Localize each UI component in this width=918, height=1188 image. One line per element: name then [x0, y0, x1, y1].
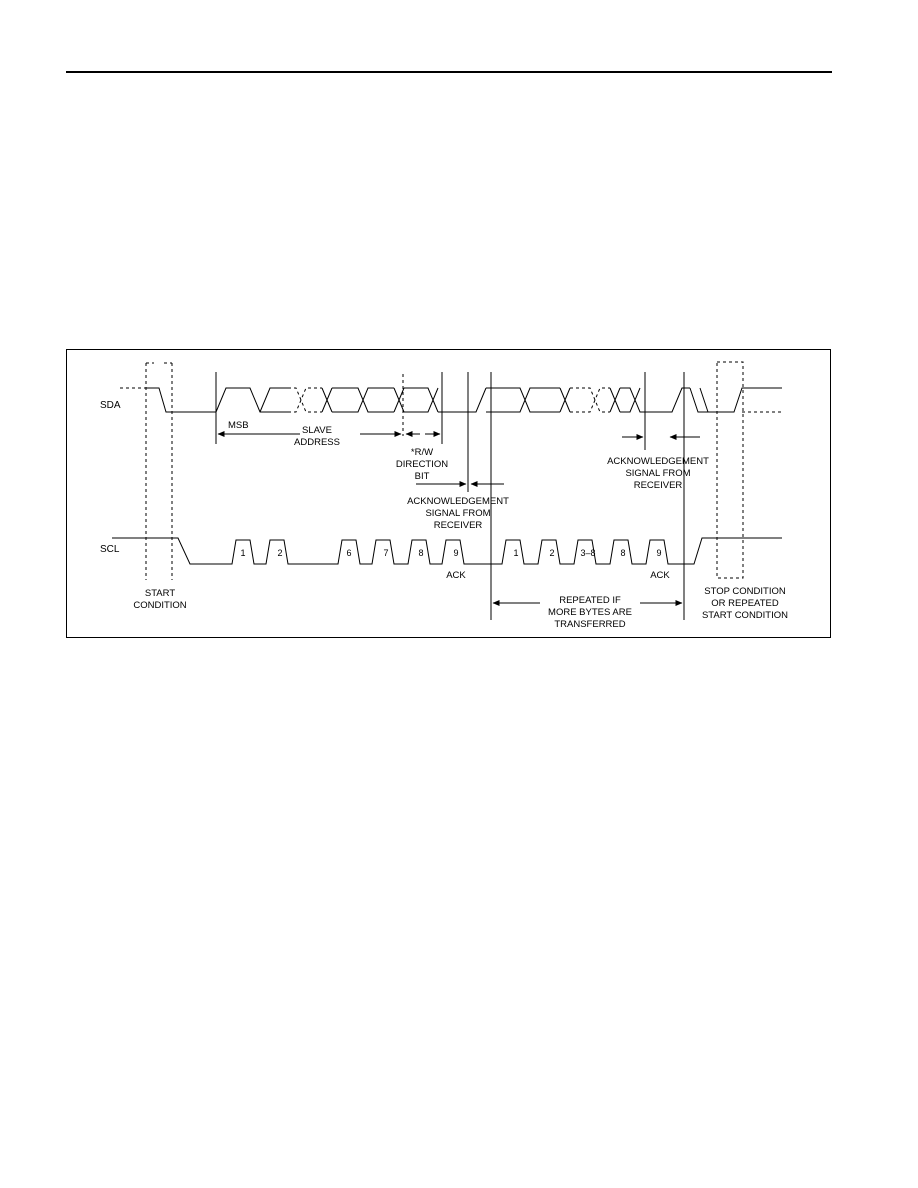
rw-label-1: *R/W	[411, 447, 433, 458]
clock-number: 9	[453, 548, 458, 558]
ack-signal-2-line-1: ACKNOWLEDGEMENT	[607, 456, 709, 467]
clock-pulse-numbers-group2: 1 2 3–8 8 9	[513, 548, 661, 558]
start-condition-line-1: START	[145, 588, 175, 599]
start-condition-line-2: CONDITION	[133, 600, 186, 611]
rw-label-2: DIRECTION	[396, 459, 448, 470]
clock-pulse-numbers-group1: 1 2 6 7 8 9	[240, 548, 458, 558]
figure-frame	[66, 349, 831, 638]
repeated-line-2: MORE BYTES ARE	[548, 607, 632, 618]
clock-number: 7	[383, 548, 388, 558]
stop-condition-box	[716, 361, 744, 579]
reference-lines	[215, 372, 685, 620]
clock-number: 1	[513, 548, 518, 558]
repeated-line-3: TRANSFERRED	[554, 619, 625, 630]
scl-label: SCL	[100, 544, 120, 555]
msb-label: MSB	[228, 420, 249, 431]
ack-label-2: ACK	[650, 570, 670, 581]
slave-address-label-1: SLAVE	[302, 425, 332, 436]
clock-number: 1	[240, 548, 245, 558]
sda-label: SDA	[100, 400, 121, 411]
clock-number: 6	[346, 548, 351, 558]
ack-signal-1-line-2: SIGNAL FROM	[425, 508, 490, 519]
repeated-line-1: REPEATED IF	[559, 595, 621, 606]
ack-label-1: ACK	[446, 570, 466, 581]
start-condition-box	[145, 362, 173, 580]
rw-label-3: BIT	[415, 471, 430, 482]
scl-waveform	[112, 537, 782, 565]
clock-number: 9	[656, 548, 661, 558]
clock-number: 2	[277, 548, 282, 558]
clock-number: 8	[620, 548, 625, 558]
sda-waveform	[120, 387, 782, 413]
ack-signal-2-line-3: RECEIVER	[634, 480, 683, 491]
stop-condition-line-2: OR REPEATED	[711, 598, 779, 609]
clock-number: 2	[549, 548, 554, 558]
ack-signal-1-line-1: ACKNOWLEDGEMENT	[407, 496, 509, 507]
clock-number: 3–8	[580, 548, 595, 558]
ack-signal-1-line-3: RECEIVER	[434, 520, 483, 531]
dimension-arrows	[217, 431, 700, 606]
stop-condition-line-1: STOP CONDITION	[704, 586, 786, 597]
top-rule	[66, 71, 832, 73]
stop-condition-line-3: START CONDITION	[702, 610, 788, 621]
clock-number: 8	[418, 548, 423, 558]
ack-signal-2-line-2: SIGNAL FROM	[625, 468, 690, 479]
slave-address-label-2: ADDRESS	[294, 437, 340, 448]
